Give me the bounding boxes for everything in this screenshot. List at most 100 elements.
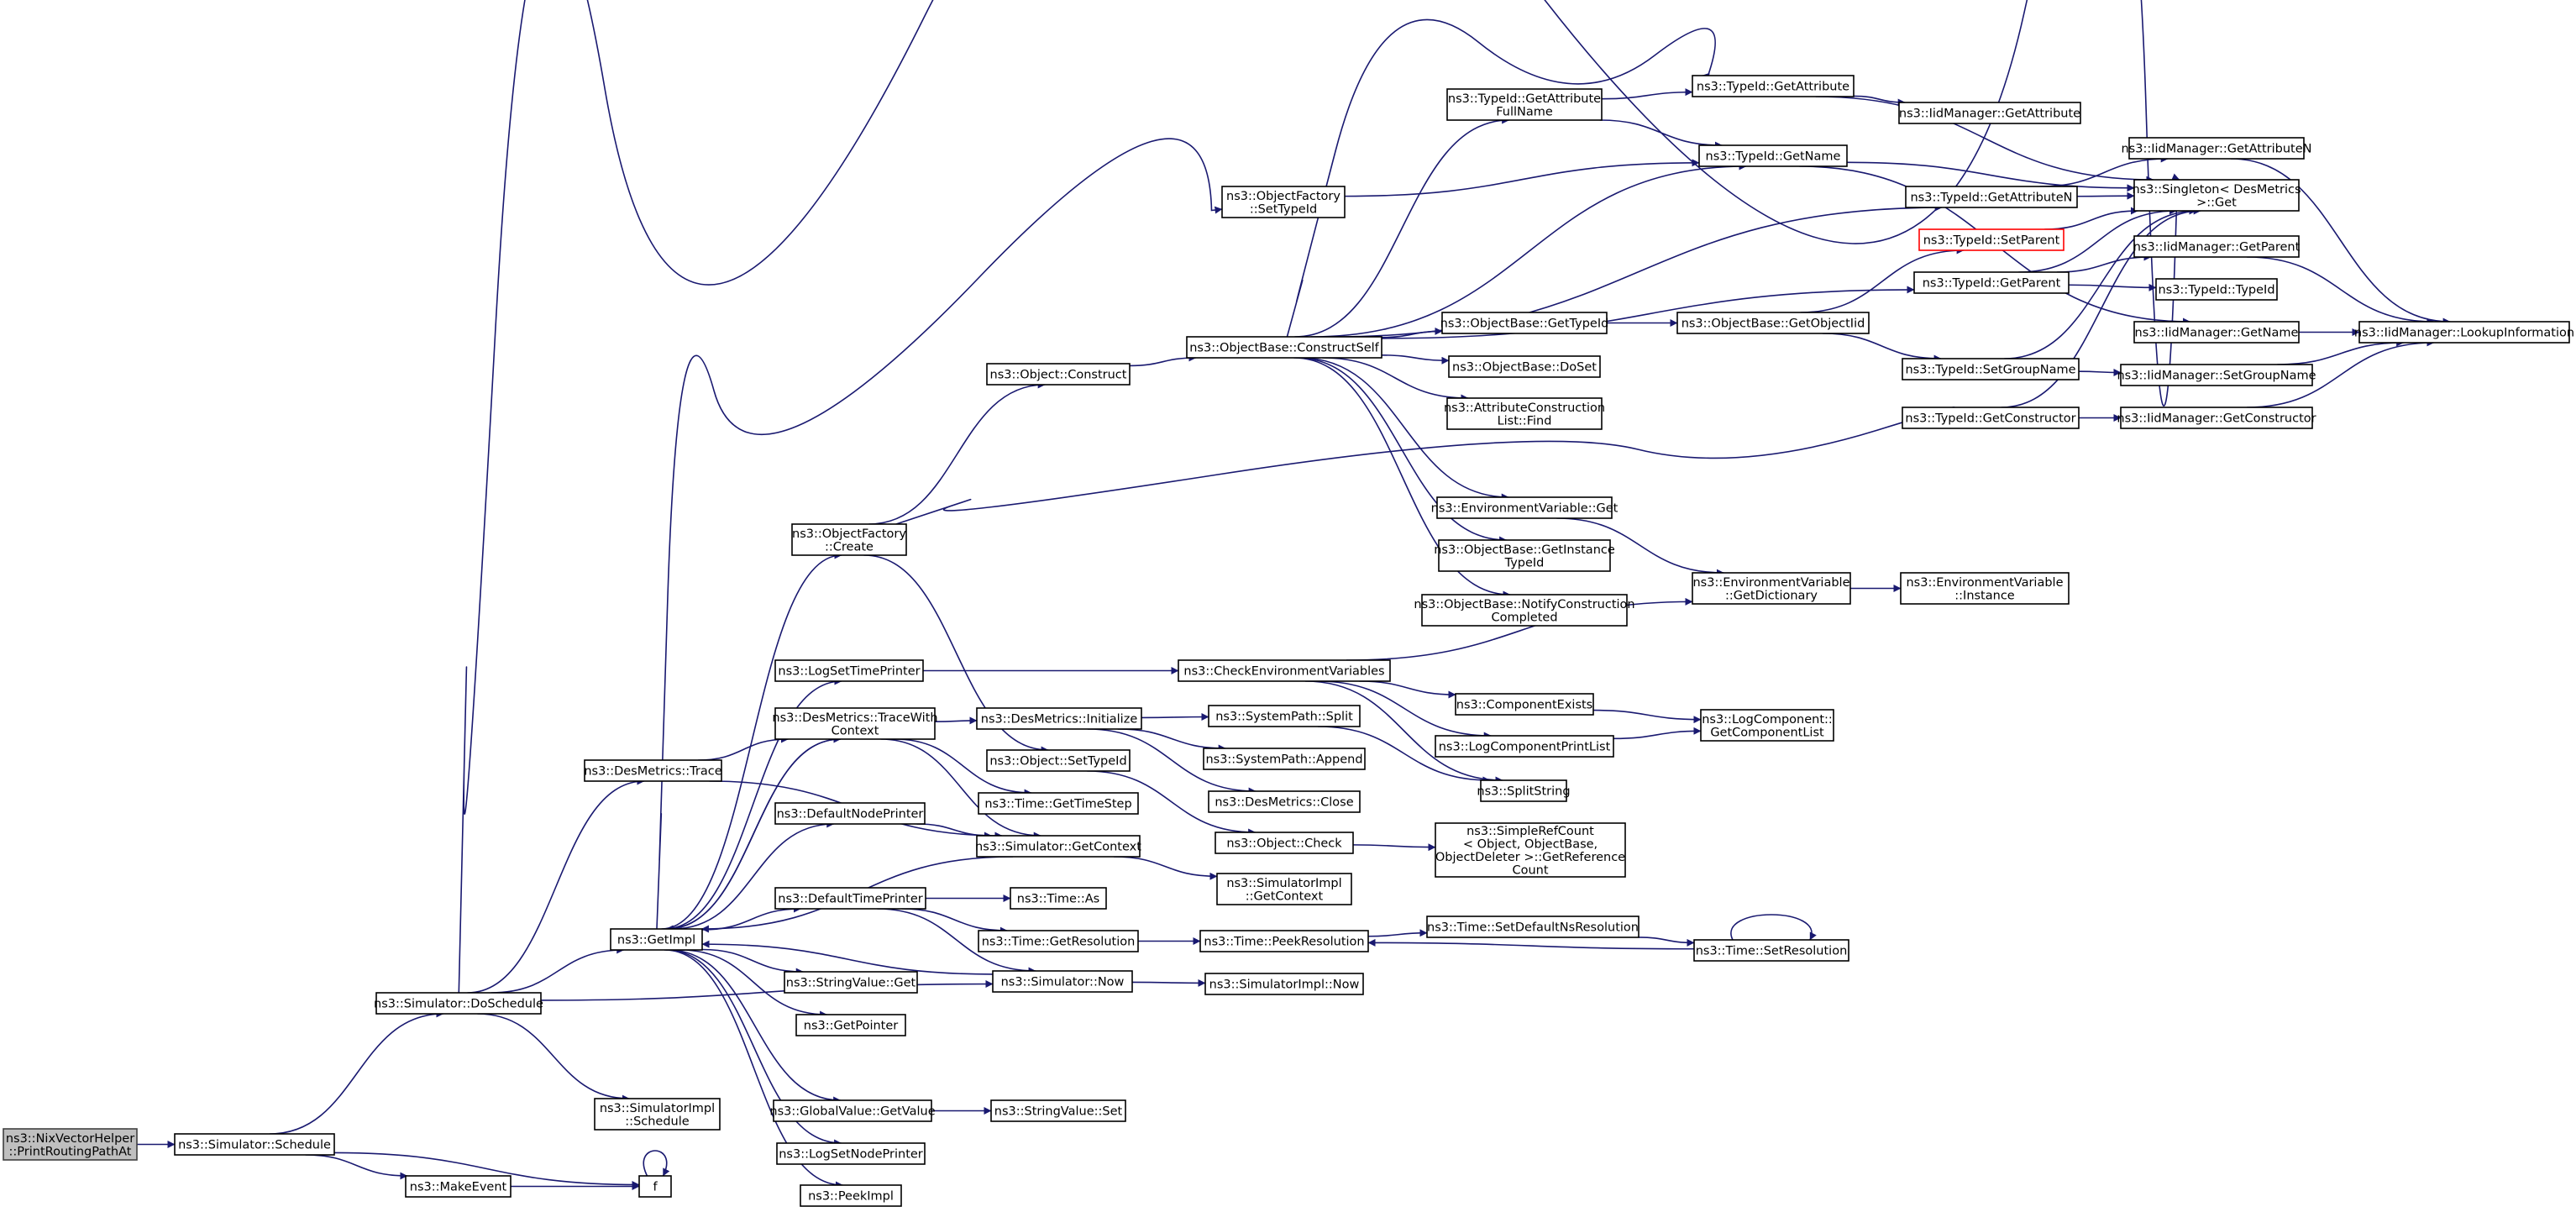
graph-node[interactable]: ns3::Time::SetDefaultNsResolution — [1426, 916, 1640, 938]
graph-node[interactable]: ns3::TypeId::GetConstructor — [1902, 407, 2080, 429]
node-label: ns3::AttributeConstruction — [1444, 401, 1605, 415]
graph-node[interactable]: ns3::ObjectBase::GetObjectIid — [1676, 312, 1870, 334]
graph-node[interactable]: ns3::Singleton< DesMetrics>::Get — [2132, 179, 2301, 212]
graph-node[interactable]: ns3::IidManager::GetName — [2133, 321, 2300, 344]
graph-node[interactable]: ns3::Simulator::Schedule — [174, 1133, 335, 1156]
node-label: ns3::StringValue::Get — [786, 977, 916, 990]
node-box — [1204, 973, 1364, 995]
call-edge — [895, 738, 1032, 797]
graph-node[interactable]: ns3::PeekImpl — [800, 1184, 902, 1207]
call-edge — [477, 1013, 630, 1103]
node-label: ns3::TypeId::GetParent — [1923, 277, 2061, 291]
graph-node[interactable]: ns3::Simulator::GetContext — [975, 835, 1141, 858]
graph-node[interactable]: ns3::TypeId::GetAttribute — [1692, 75, 1855, 97]
call-edge — [1286, 18, 1716, 338]
graph-node[interactable]: ns3::TypeId::GetName — [1698, 144, 1848, 167]
graph-node[interactable]: ns3::SystemPath::Append — [1203, 748, 1366, 770]
graph-node[interactable]: ns3::IidManager::GetAttributeN — [2121, 137, 2312, 160]
node-box — [1902, 407, 2080, 429]
graph-node[interactable]: ns3::CheckEnvironmentVariables — [1178, 659, 1391, 682]
graph-node[interactable]: ns3::Time::GetTimeStep — [978, 792, 1139, 815]
node-box — [774, 802, 926, 825]
graph-node[interactable]: ns3::ObjectBase::ConstructSelf — [1186, 336, 1382, 359]
graph-node[interactable]: ns3::SimulatorImpl::Now — [1204, 973, 1364, 995]
graph-node[interactable]: ns3::LogComponentPrintList — [1435, 735, 1614, 758]
graph-node[interactable]: ns3::StringValue::Set — [990, 1099, 1126, 1122]
graph-node[interactable]: ns3::ObjectFactory::SetTypeId — [1221, 186, 1346, 218]
node-box — [1905, 186, 2078, 208]
graph-node[interactable]: ns3::DesMetrics::Trace — [584, 759, 722, 782]
graph-node[interactable]: ns3::SimulatorImpl::Schedule — [594, 1098, 721, 1131]
graph-node[interactable]: ns3::IidManager::GetParent — [2133, 235, 2301, 258]
graph-node[interactable]: ns3::NixVectorHelper::PrintRoutingPathAt — [3, 1128, 138, 1161]
graph-node[interactable]: ns3::ObjectBase::DoSet — [1448, 355, 1601, 378]
node-box — [1216, 873, 1352, 905]
node-box — [2155, 278, 2278, 301]
graph-node[interactable]: ns3::MakeEvent — [405, 1175, 512, 1198]
graph-node[interactable]: ns3::ComponentExists — [1455, 693, 1594, 716]
node-box — [1010, 887, 1107, 910]
graph-node[interactable]: f — [638, 1175, 672, 1198]
graph-node[interactable]: ns3::Time::GetResolution — [978, 930, 1139, 952]
node-label: ns3::IidManager::GetAttribute — [1899, 108, 2080, 121]
graph-node[interactable]: ns3::EnvironmentVariable::Get — [1431, 496, 1619, 519]
graph-node[interactable]: ns3::IidManager::SetGroupName — [2117, 364, 2316, 386]
graph-node[interactable]: ns3::Object::Check — [1215, 832, 1354, 854]
node-label: ns3::GetPointer — [804, 1020, 899, 1033]
graph-node[interactable]: ns3::LogComponent::GetComponentList — [1700, 709, 1834, 742]
graph-node[interactable]: ns3::TypeId::TypeId — [2155, 278, 2278, 301]
graph-node[interactable]: ns3::SimpleRefCount< Object, ObjectBase,… — [1435, 822, 1626, 878]
graph-node[interactable]: ns3::Simulator::Now — [992, 970, 1133, 993]
graph-node[interactable]: ns3::SplitString — [1477, 779, 1571, 802]
graph-node[interactable]: ns3::EnvironmentVariable::GetDictionary — [1692, 572, 1851, 605]
node-box — [992, 970, 1133, 993]
call-edge — [1359, 680, 1456, 699]
graph-node[interactable]: ns3::GetImpl — [610, 928, 703, 951]
graph-node[interactable]: ns3::Simulator::DoSchedule — [374, 992, 543, 1015]
graph-node[interactable]: ns3::DesMetrics::Close — [1208, 790, 1361, 813]
graph-node[interactable]: ns3::Time::As — [1010, 887, 1107, 910]
node-box — [405, 1175, 512, 1198]
node-box — [1208, 705, 1361, 727]
node-box — [1426, 916, 1640, 938]
node-label: ns3::Time::SetResolution — [1696, 945, 1848, 958]
graph-node[interactable]: ns3::SimulatorImpl::GetContext — [1216, 873, 1352, 905]
node-box — [1918, 228, 2064, 251]
node-box — [1435, 735, 1614, 758]
graph-node[interactable]: ns3::DefaultNodePrinter — [774, 802, 926, 825]
graph-node[interactable]: ns3::TypeId::SetGroupName — [1902, 358, 2080, 380]
graph-node[interactable]: ns3::IidManager::LookupInformation — [2354, 321, 2574, 344]
graph-node[interactable]: ns3::LogSetTimePrinter — [774, 659, 924, 682]
graph-node[interactable]: ns3::GlobalValue::GetValue — [769, 1099, 936, 1122]
graph-node[interactable]: ns3::StringValue::Get — [784, 971, 918, 994]
graph-node[interactable]: ns3::ObjectBase::NotifyConstructionCompl… — [1414, 594, 1635, 627]
graph-node[interactable]: ns3::TypeId::SetParent — [1918, 228, 2064, 251]
call-edge — [1381, 354, 1450, 365]
graph-node[interactable]: ns3::Time::SetResolution — [1693, 939, 1849, 962]
graph-node[interactable]: ns3::SystemPath::Split — [1208, 705, 1361, 727]
graph-node[interactable]: ns3::Object::SetTypeId — [986, 749, 1131, 772]
graph-node[interactable]: ns3::IidManager::GetAttribute — [1898, 102, 2081, 124]
graph-node[interactable]: ns3::ObjectFactory::Create — [791, 523, 907, 556]
graph-node[interactable]: ns3::TypeId::GetParent — [1913, 271, 2070, 294]
graph-node[interactable]: ns3::LogSetNodePrinter — [776, 1142, 926, 1165]
graph-node[interactable]: ns3::Object::Construct — [986, 363, 1131, 386]
node-label: ns3::Object::Check — [1226, 837, 1342, 851]
graph-node[interactable]: ns3::DesMetrics::Initialize — [976, 707, 1142, 730]
node-label: ns3::LogComponent:: — [1702, 713, 1833, 727]
graph-node[interactable]: ns3::Time::PeekResolution — [1199, 930, 1369, 952]
graph-node[interactable]: ns3::TypeId::GetAttributeN — [1905, 186, 2078, 208]
graph-node[interactable]: ns3::EnvironmentVariable::Instance — [1900, 572, 2070, 605]
graph-node[interactable]: ns3::DefaultTimePrinter — [774, 887, 926, 910]
graph-node[interactable]: ns3::ObjectBase::GetTypeId — [1440, 312, 1609, 334]
call-edge — [661, 551, 842, 930]
node-box — [1199, 930, 1369, 952]
graph-node[interactable]: ns3::GetPointer — [795, 1014, 906, 1036]
call-edge — [1556, 517, 1724, 577]
graph-node[interactable]: ns3::IidManager::GetConstructor — [2117, 407, 2316, 429]
node-box — [2120, 407, 2313, 429]
